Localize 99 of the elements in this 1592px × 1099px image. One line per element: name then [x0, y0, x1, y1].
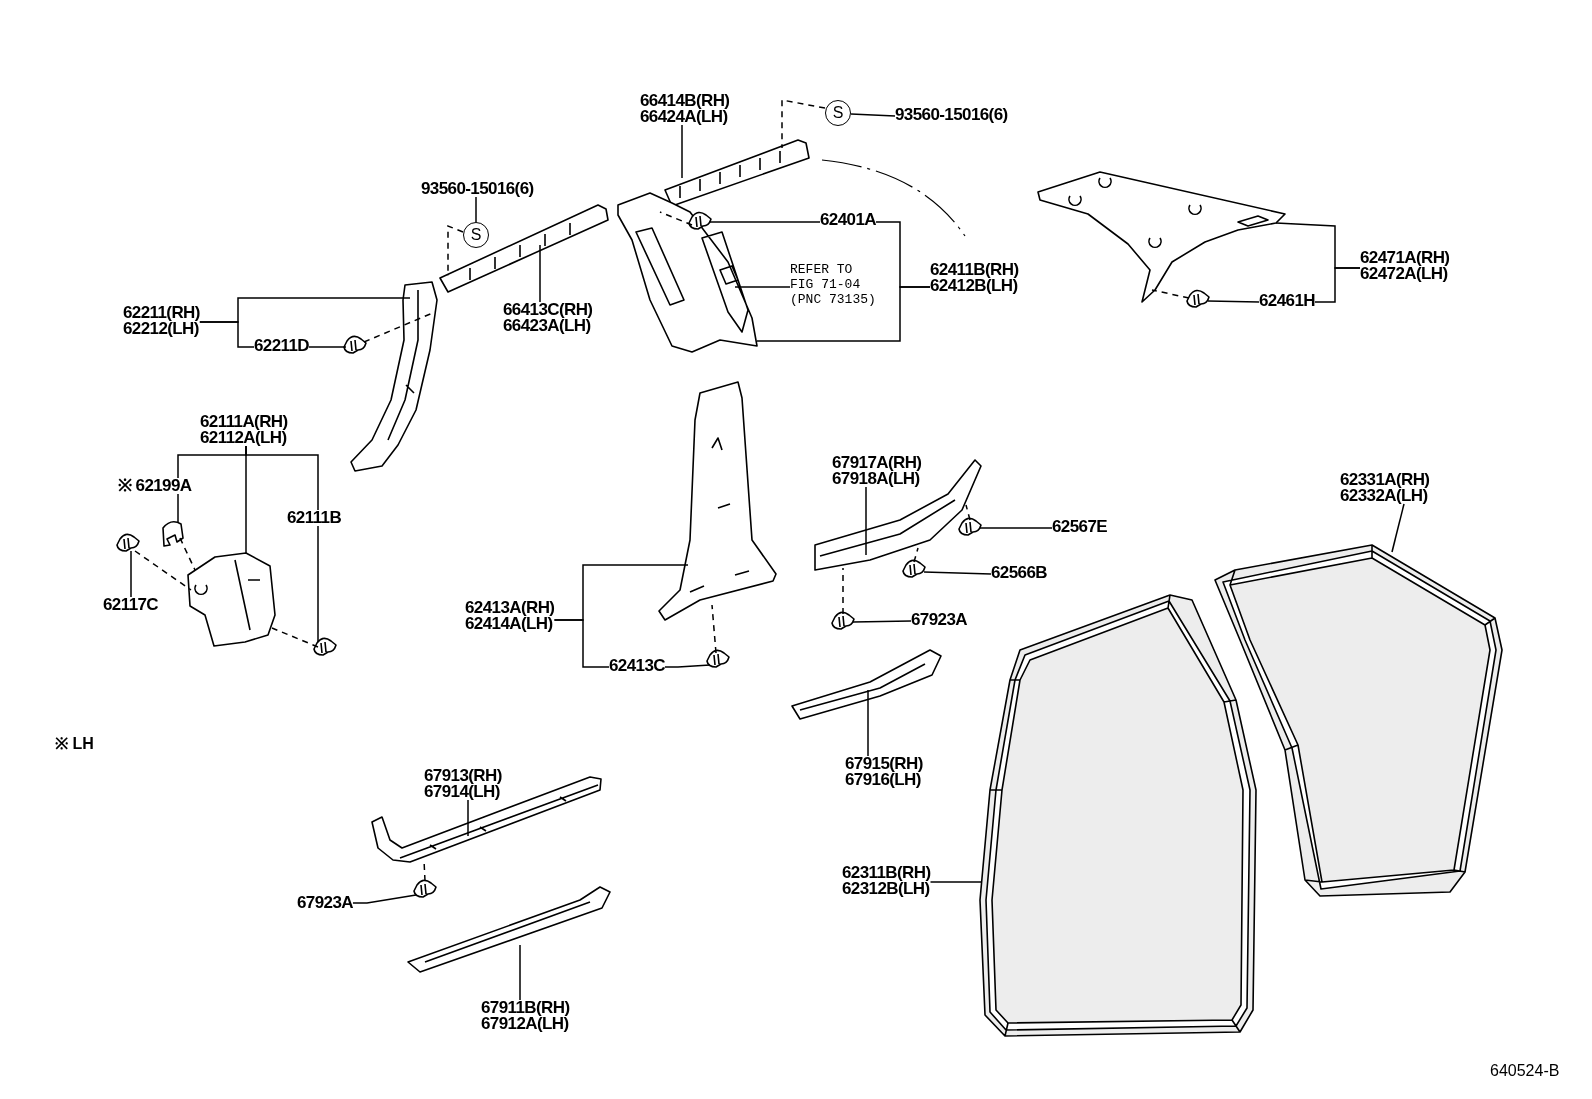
part-number: 62211(RH) [123, 305, 200, 321]
part-number: 62411B(RH) [930, 262, 1019, 278]
clip-icon [831, 611, 855, 630]
leader-line [519, 944, 521, 1001]
part-number: 62111A(RH) [200, 414, 288, 430]
part-number: 93560-15016(6) [421, 181, 534, 197]
part-number: 67912A(LH) [481, 1016, 569, 1032]
part-number: 67914(LH) [424, 784, 500, 800]
leader-line [708, 221, 821, 223]
leader-line [664, 664, 711, 668]
leader-line [756, 286, 931, 342]
leader-line [317, 525, 319, 643]
assembly-line [134, 550, 192, 591]
figure-number: 640524-B [1490, 1062, 1560, 1080]
clip-icon [413, 879, 437, 898]
part-number: 67923A [297, 895, 353, 911]
part-number: 62471A(RH) [1360, 250, 1450, 266]
note: ※ LH [55, 735, 94, 753]
part-number: 62311B(RH) [842, 865, 931, 881]
part-number: 62412B(LH) [930, 278, 1018, 294]
part-number: 66423A(LH) [503, 318, 591, 334]
leader-line [199, 321, 255, 348]
part-number: 67915(RH) [845, 756, 923, 772]
clip-icon [162, 521, 184, 547]
leader-line [929, 881, 983, 883]
part-number: 62413C [609, 658, 665, 674]
part-number: 67913(RH) [424, 768, 502, 784]
part-number: ※ 62199A [118, 478, 192, 494]
clip-icon [313, 637, 337, 656]
leader-line [475, 196, 477, 223]
clip-icon [902, 559, 926, 578]
leader-line [1391, 503, 1405, 553]
part-number: 62414A(LH) [465, 616, 553, 632]
part-number: 62401A [820, 212, 876, 228]
clip-icon [1186, 289, 1210, 308]
part-number: 66414B(RH) [640, 93, 730, 109]
weatherstrip-drawing [1214, 544, 1503, 897]
clip-icon [343, 335, 367, 354]
retainer-drawing [664, 139, 810, 207]
pillar-trim-drawing [350, 281, 438, 472]
assembly-line [842, 567, 844, 615]
leader-line [681, 124, 683, 179]
retainer-drawing [439, 204, 609, 293]
reference-note: REFER TO FIG 71-04 (PNC 73135) [790, 262, 877, 307]
leader-line [979, 527, 1053, 529]
clip-icon [706, 649, 730, 668]
part-number: 67923A [911, 612, 967, 628]
part-number: 67916(LH) [845, 772, 921, 788]
part-number: 67911B(RH) [481, 1000, 570, 1016]
part-number: 62117C [103, 597, 158, 613]
pillar-trim-drawing [617, 192, 758, 353]
part-number: 67917A(RH) [832, 455, 922, 471]
leader-line [923, 571, 992, 575]
assembly-line [179, 537, 196, 571]
part-number: 62461H [1259, 293, 1315, 309]
part-number: 62312B(LH) [842, 881, 930, 897]
part-number: 67918A(LH) [832, 471, 920, 487]
assembly-line [711, 604, 717, 654]
part-number: 62566B [991, 565, 1047, 581]
leader-line [850, 113, 896, 117]
leader-line [352, 894, 417, 904]
part-number: 93560-15016(6) [895, 107, 1008, 123]
part-number: 62212(LH) [123, 321, 199, 337]
leader-line [245, 445, 319, 511]
leader-line [867, 689, 869, 757]
trim-panel-drawing [187, 552, 276, 647]
assembly-line [913, 547, 919, 563]
assembly-line [781, 99, 826, 149]
part-number: 62211D [254, 338, 309, 354]
scuff-plate-drawing [407, 886, 611, 973]
part-number: 66413C(RH) [503, 302, 593, 318]
leader-line [539, 244, 541, 303]
part-number: 66424A(LH) [640, 109, 728, 125]
leader-line [467, 799, 469, 837]
assembly-line [965, 504, 971, 521]
clip-icon [116, 533, 140, 552]
leader-line [1314, 267, 1361, 303]
pillar-trim-drawing [658, 381, 777, 621]
leader-line [734, 286, 791, 288]
assembly-line [659, 211, 693, 226]
screw-symbol: S [825, 100, 851, 126]
part-number: 62331A(RH) [1340, 472, 1430, 488]
leader-line [852, 620, 912, 623]
assembly-line [271, 627, 319, 648]
leader-line [1207, 300, 1260, 303]
leader-line [308, 346, 347, 348]
leader-line [865, 486, 867, 556]
part-number: 62111B [287, 510, 342, 526]
part-number: 62332A(LH) [1340, 488, 1428, 504]
leader-line [130, 550, 132, 598]
leader-line [177, 493, 179, 524]
part-number: 62413A(RH) [465, 600, 555, 616]
weatherstrip-drawing [979, 594, 1257, 1037]
assembly-line [1151, 289, 1190, 299]
part-number: 62567E [1052, 519, 1107, 535]
scuff-plate-drawing [791, 649, 942, 720]
part-number: 62112A(LH) [200, 430, 287, 446]
leader-line [553, 619, 610, 668]
part-number: 62472A(LH) [1360, 266, 1448, 282]
